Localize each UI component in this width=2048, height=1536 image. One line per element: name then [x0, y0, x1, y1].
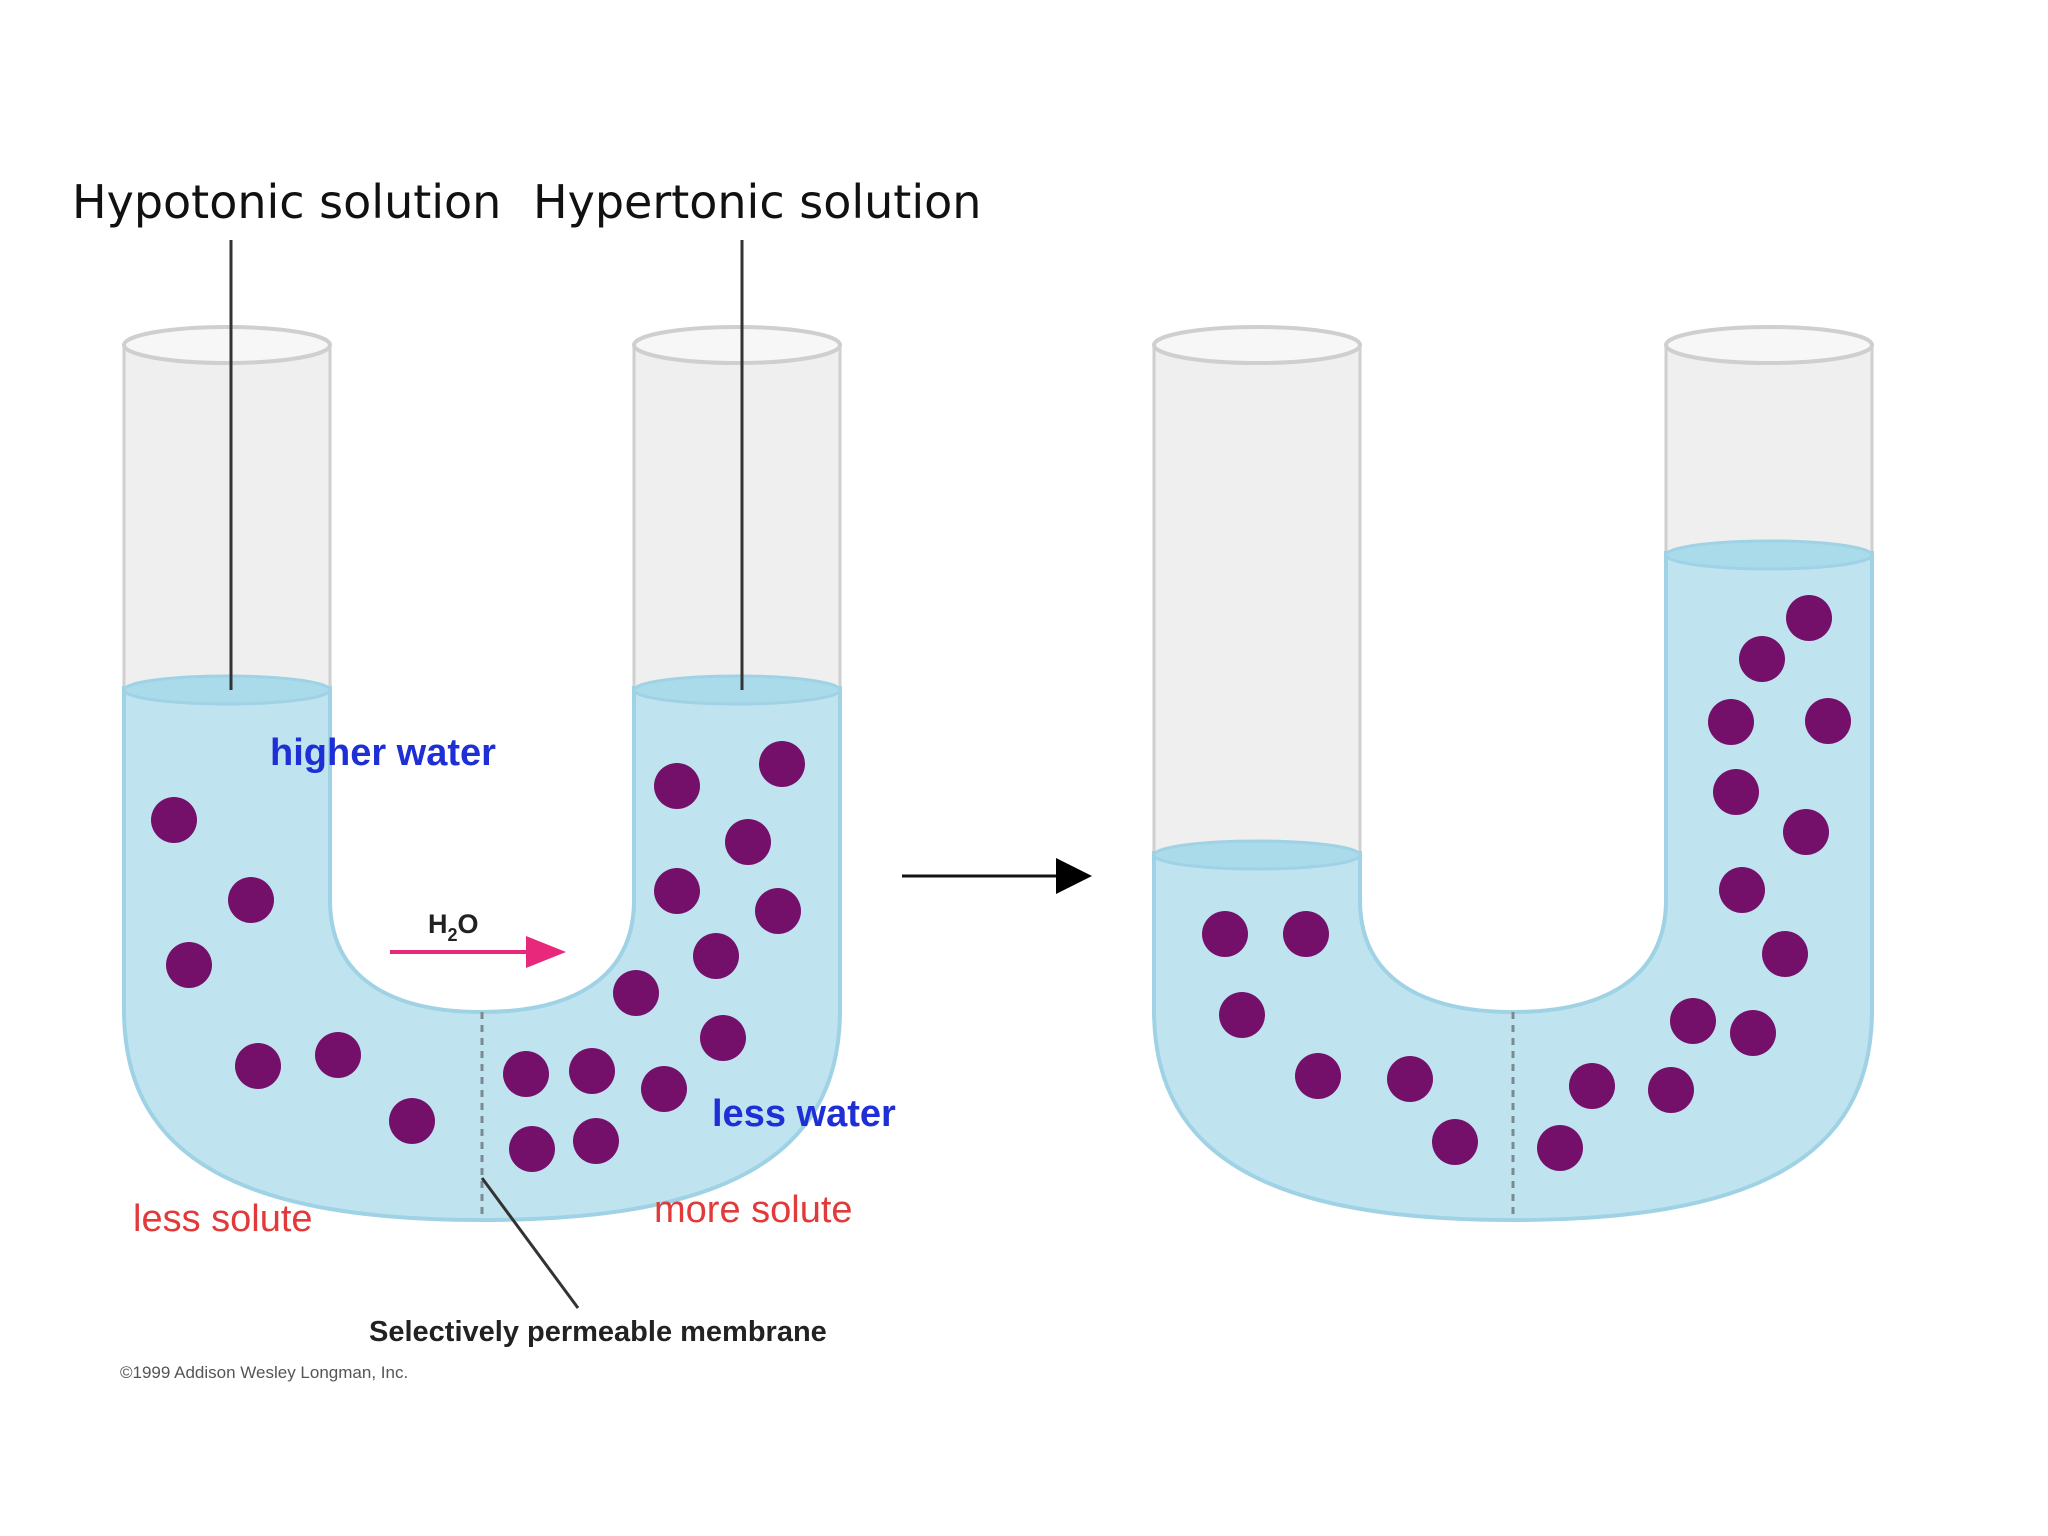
solute-particle: [235, 1043, 281, 1089]
solute-particle: [1783, 809, 1829, 855]
solute-particle: [1202, 911, 1248, 957]
solute-particle: [613, 970, 659, 1016]
solute-particle: [503, 1051, 549, 1097]
after-right-arm-rim: [1664, 325, 1874, 365]
h2o-flow-arrowhead: [526, 936, 566, 968]
solute-particle: [1295, 1053, 1341, 1099]
membrane-pointer: [480, 1177, 580, 1309]
less-water-label: less water: [712, 1093, 896, 1135]
h2o-label: H2O: [428, 909, 479, 945]
left-water-surface: [122, 674, 332, 706]
solute-particle: [700, 1015, 746, 1061]
solute-particle: [1569, 1063, 1615, 1109]
solute-particle: [151, 797, 197, 843]
solute-particle: [228, 877, 274, 923]
after-right-water-surface: [1664, 539, 1874, 571]
solute-particle: [389, 1098, 435, 1144]
solutes-left-before: [151, 797, 435, 1144]
after-left-water-surface: [1152, 839, 1362, 871]
solute-particle: [1713, 769, 1759, 815]
solute-particle: [1387, 1056, 1433, 1102]
solutes-right-before: [503, 741, 805, 1172]
solute-particle: [315, 1032, 361, 1078]
solute-particle: [1432, 1119, 1478, 1165]
solute-particle: [755, 888, 801, 934]
u-tube-before: H2O: [122, 325, 842, 1223]
right-arm-rim: [632, 325, 842, 365]
less-solute-label: less solute: [133, 1198, 313, 1240]
solute-particle: [1739, 636, 1785, 682]
solute-particle: [759, 741, 805, 787]
membrane-label: Selectively permeable membrane: [369, 1316, 827, 1348]
after-left-arm-glass: [1152, 343, 1362, 857]
more-solute-label: more solute: [654, 1189, 853, 1231]
solute-particle: [1537, 1125, 1583, 1171]
right-arm-glass: [632, 343, 842, 692]
solute-particle: [166, 942, 212, 988]
left-arm-rim: [122, 325, 332, 365]
solute-particle: [1786, 595, 1832, 641]
solute-particle: [654, 868, 700, 914]
water-after: [1152, 551, 1874, 1223]
solute-particle: [1719, 867, 1765, 913]
solute-particle: [1805, 698, 1851, 744]
higher-water-label: higher water: [270, 732, 496, 774]
solute-particle: [1730, 1010, 1776, 1056]
solute-particle: [1283, 911, 1329, 957]
solutes-left-after: [1202, 911, 1478, 1165]
solute-particle: [654, 763, 700, 809]
solute-particle: [1648, 1067, 1694, 1113]
solute-particle: [1670, 998, 1716, 1044]
copyright-label: ©1999 Addison Wesley Longman, Inc.: [120, 1363, 408, 1382]
solute-particle: [1708, 699, 1754, 745]
solute-particle: [1762, 931, 1808, 977]
left-arm-glass: [122, 343, 332, 692]
solute-particle: [693, 933, 739, 979]
after-left-arm-rim: [1152, 325, 1362, 365]
hypertonic-label: Hypertonic solution: [533, 175, 981, 229]
solute-particle: [1219, 992, 1265, 1038]
right-water-surface: [632, 674, 842, 706]
solute-particle: [641, 1066, 687, 1112]
solutes-right-after: [1537, 595, 1851, 1171]
solute-particle: [569, 1048, 615, 1094]
hypotonic-label: Hypotonic solution: [72, 175, 501, 229]
solute-particle: [573, 1118, 619, 1164]
after-right-arm-glass: [1664, 343, 1874, 557]
solute-particle: [725, 819, 771, 865]
solute-particle: [509, 1126, 555, 1172]
u-tube-after: [1152, 325, 1874, 1223]
